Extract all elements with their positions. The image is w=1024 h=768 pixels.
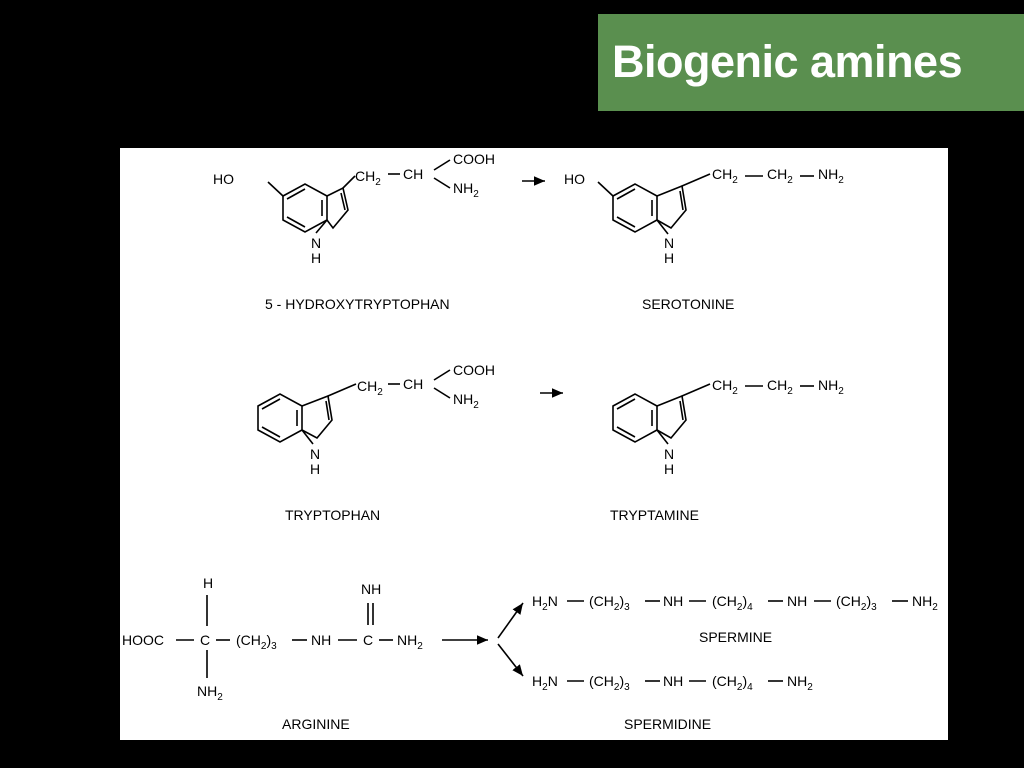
ch2-4-label: (CH2)4 — [712, 673, 753, 693]
ch2-label: CH2 — [357, 378, 383, 398]
arrow-to-spermine — [497, 602, 524, 639]
ho-label: HO — [564, 171, 585, 187]
arrow-to-spermidine — [497, 643, 524, 677]
tryptophan-structure: CH2 CH COOH NH2 N H — [257, 362, 495, 477]
c-label: C — [200, 632, 210, 648]
chemistry-figure: HO CH2 CH COOH NH2 N H 5 - HYDROXYTRYPTO… — [120, 148, 948, 740]
nh2-label: NH2 — [453, 391, 479, 411]
nh-label: NH — [311, 632, 331, 648]
nh2-label: NH2 — [912, 593, 938, 613]
ring-n-label: N — [310, 446, 320, 462]
tryptamine-caption: TRYPTAMINE — [610, 507, 699, 523]
ch2-label: CH2 — [767, 377, 793, 397]
h2n-label: H2N — [532, 593, 558, 613]
ch2-3-label: (CH2)3 — [836, 593, 877, 613]
ring-h-label: H — [664, 250, 674, 266]
nh-label: NH — [663, 593, 683, 609]
ring-h-label: H — [310, 461, 320, 477]
ch-label: CH — [403, 376, 423, 392]
nh2-label: NH2 — [818, 166, 844, 186]
nh2-label: NH2 — [397, 632, 423, 652]
arginine-h-label: H — [203, 575, 213, 591]
hydroxytryptophan-caption: 5 - HYDROXYTRYPTOPHAN — [265, 296, 450, 312]
ch2-label: CH2 — [712, 377, 738, 397]
c-label: C — [363, 632, 373, 648]
arginine-structure: H NH HOOC C (CH2)3 NH C NH2 NH2 — [122, 575, 423, 703]
reaction-diagram: HO CH2 CH COOH NH2 N H 5 - HYDROXYTRYPTO… — [122, 151, 938, 732]
ch2-label: CH2 — [355, 168, 381, 188]
cooh-label: COOH — [453, 151, 495, 167]
tryptamine-structure: CH2 CH2 NH2 N H — [612, 377, 844, 477]
ring-h-label: H — [664, 461, 674, 477]
ch2-3-label: (CH2)3 — [589, 673, 630, 693]
ch2-label: CH2 — [767, 166, 793, 186]
ring-n-label: N — [311, 235, 321, 251]
ch2-label: CH2 — [712, 166, 738, 186]
spermidine-structure: H2N (CH2)3 NH (CH2)4 NH2 — [532, 673, 813, 693]
tryptophan-caption: TRYPTOPHAN — [285, 507, 380, 523]
h2n-label: H2N — [532, 673, 558, 693]
nh-label: NH — [787, 593, 807, 609]
ring-n-label: N — [664, 446, 674, 462]
ho-label: HO — [213, 171, 234, 187]
nh2-label: NH2 — [453, 180, 479, 200]
hydroxytryptophan-structure: HO CH2 CH COOH NH2 N H — [213, 151, 495, 266]
slide-title: Biogenic amines — [612, 36, 963, 87]
nh2-label: NH2 — [197, 683, 223, 703]
serotonine-caption: SEROTONINE — [642, 296, 734, 312]
slide-title-banner: Biogenic amines — [598, 14, 1024, 111]
ch2-3-label: (CH2)3 — [589, 593, 630, 613]
hooc-label: HOOC — [122, 632, 164, 648]
arginine-nh-label: NH — [361, 581, 381, 597]
ch-label: CH — [403, 166, 423, 182]
spermine-caption: SPERMINE — [699, 629, 772, 645]
ch2-4-label: (CH2)4 — [712, 593, 753, 613]
nh2-label: NH2 — [818, 377, 844, 397]
nh-label: NH — [663, 673, 683, 689]
arginine-caption: ARGININE — [282, 716, 350, 732]
ch2-3-label: (CH2)3 — [236, 632, 277, 652]
spermine-structure: H2N (CH2)3 NH (CH2)4 NH (CH2)3 NH2 — [532, 593, 938, 613]
ring-h-label: H — [311, 250, 321, 266]
serotonine-structure: HO CH2 CH2 NH2 N H — [564, 166, 844, 266]
nh2-label: NH2 — [787, 673, 813, 693]
spermidine-caption: SPERMIDINE — [624, 716, 711, 732]
cooh-label: COOH — [453, 362, 495, 378]
ring-n-label: N — [664, 235, 674, 251]
